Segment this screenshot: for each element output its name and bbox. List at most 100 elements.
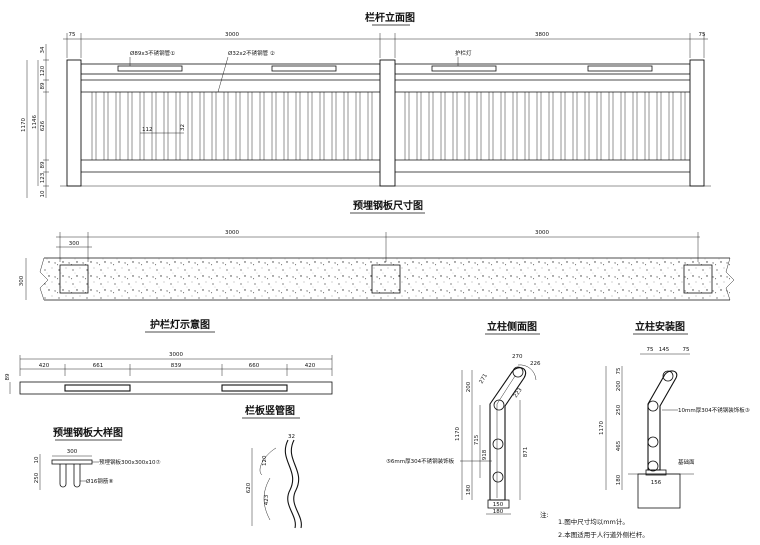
- dim-side-871: 871: [523, 447, 529, 458]
- dim-seg-420-b: 420: [305, 363, 316, 369]
- dim-top-75-right: 75: [699, 32, 706, 38]
- dim-89-top: 89: [40, 82, 46, 89]
- dim-626: 626: [40, 120, 46, 131]
- dim-install-200: 200: [616, 380, 622, 391]
- dim-arc-226: [517, 364, 537, 381]
- dim-top-3800: 3800: [535, 32, 549, 38]
- embedded-plate: [683, 264, 713, 294]
- dim-arc: [263, 477, 271, 521]
- dim-plate-3000-left: 3000: [225, 230, 239, 236]
- label-baluster-pipe: Ø32x2不锈钢管 ②: [228, 49, 275, 57]
- title-baluster: 栏板竖管图: [245, 404, 295, 417]
- title-post-side: 立柱侧面图: [487, 320, 537, 333]
- break-line-right: [725, 257, 735, 301]
- label-base-surface: 基础面: [678, 458, 695, 466]
- rail-hole: [647, 436, 659, 448]
- embedded-plate: [59, 264, 89, 294]
- dim-arc: [259, 447, 277, 476]
- embedded-plate: [371, 264, 401, 294]
- plate-detail: 预埋钢板大样图 300 10 250 预埋钢板300x300x10⑦ Ø16钢筋…: [34, 426, 161, 490]
- leader: [217, 56, 229, 93]
- notes: 注: 1.图中尺寸均以mm计。 2.本图适用于人行道外侧栏杆。: [540, 510, 649, 539]
- balusters-right: [404, 92, 686, 160]
- dim-install-250: 250: [616, 404, 622, 415]
- dim-top-75-left: 75: [69, 32, 76, 38]
- dim-side-180: 180: [466, 484, 472, 495]
- dim-seg-839: 839: [171, 363, 182, 369]
- post-body: [489, 367, 527, 501]
- dim-install-75: 75: [616, 367, 622, 374]
- dim-side-271: 271: [479, 373, 489, 385]
- dim-34: 34: [40, 46, 46, 53]
- dim-baluster-32: 32: [288, 434, 295, 440]
- note-line-2: 2.本图适用于人行道外侧栏杆。: [558, 530, 649, 539]
- dim-detail-300: 300: [67, 449, 78, 455]
- dim-123: 123: [40, 172, 46, 183]
- dim-1170: 1170: [21, 118, 27, 132]
- dim-seg-661: 661: [93, 363, 104, 369]
- dim-89-bottom: 89: [40, 161, 46, 168]
- concrete-strip: [44, 258, 730, 300]
- post-right: [689, 59, 705, 187]
- dim-side-300: 300: [19, 275, 25, 286]
- dim-detail-250: 250: [34, 472, 40, 483]
- note-line-1: 1.图中尺寸均以mm计。: [558, 517, 629, 526]
- dim-install-75-a: 75: [647, 347, 654, 353]
- dim-seg-660: 660: [249, 363, 260, 369]
- dim-side-base-180: 180: [493, 509, 504, 515]
- post-side-view: 立柱侧面图 226 270 271 223 1170 200 180 715 9…: [386, 320, 541, 515]
- dim-side-223: 223: [513, 387, 524, 399]
- label-install-plate: 10mm厚304不锈钢装饰板③: [678, 406, 750, 414]
- dim-install-180: 180: [616, 474, 622, 485]
- light-unit: [64, 384, 131, 392]
- dim-install-75-b: 75: [683, 347, 690, 353]
- balusters-left: [91, 92, 373, 160]
- rail-hole: [662, 370, 674, 382]
- dim-side-200: 200: [466, 381, 472, 392]
- dim-112: 112: [142, 127, 153, 133]
- dim-1146: 1146: [32, 115, 38, 129]
- post-inner-line: [496, 375, 516, 498]
- baluster-tube-outer: [284, 439, 296, 529]
- dim-install-465: 465: [616, 440, 622, 451]
- light-strip: [271, 65, 337, 72]
- title-plate-detail: 预埋钢板大样图: [53, 426, 123, 439]
- rail-hole: [492, 438, 504, 450]
- light-strip: [587, 65, 653, 72]
- railing-elevation: 栏杆立面图 75 3000 3800 75 1170 1146 34 120 8…: [21, 11, 711, 198]
- dim-side-1170: 1170: [455, 427, 461, 441]
- label-embedded-plate: 预埋钢板300x300x10⑦: [99, 458, 161, 466]
- anchor-bar-left: [59, 464, 67, 488]
- label-decorative-plate: ⑤6mm厚304不锈钢装饰板: [386, 457, 455, 465]
- install-base-plate: [645, 469, 667, 476]
- title-plate-dimensions: 预埋钢板尺寸图: [353, 199, 423, 212]
- dim-side-270: 270: [512, 354, 523, 360]
- dim-light-89: 89: [5, 373, 11, 380]
- dim-side-150: 150: [493, 502, 504, 508]
- light-unit: [221, 384, 288, 392]
- dim-baluster-423: 423: [264, 494, 270, 505]
- dim-install-156: 156: [651, 480, 662, 486]
- dim-10: 10: [40, 190, 46, 197]
- plate-plan: 预埋钢板尺寸图 300 3000 3000 300: [19, 199, 735, 301]
- break-line-left: [39, 257, 49, 301]
- light-schematic: 护栏灯示意图 3000 420 661 839 660 420 89: [5, 318, 333, 395]
- notes-heading: 注:: [540, 510, 549, 519]
- dim-detail-10: 10: [34, 456, 40, 463]
- label-light: 护栏灯: [455, 49, 472, 57]
- anchor-bar-right: [73, 464, 81, 488]
- dim-plate-300: 300: [69, 241, 80, 247]
- dim-baluster-120: 120: [262, 455, 268, 466]
- handrail-right: [394, 63, 691, 75]
- rail-hole: [492, 471, 504, 483]
- post-base-plate: [487, 499, 510, 509]
- baluster-detail: 栏板竖管图 32 120 620 423: [242, 404, 302, 529]
- dim-32: 32: [180, 124, 186, 131]
- rail-hole: [493, 399, 505, 411]
- title-light-schematic: 护栏灯示意图: [150, 318, 210, 331]
- handrail-left: [80, 63, 381, 75]
- rail-hole: [512, 366, 524, 378]
- light-strip: [117, 65, 183, 72]
- light-rail: [19, 381, 333, 395]
